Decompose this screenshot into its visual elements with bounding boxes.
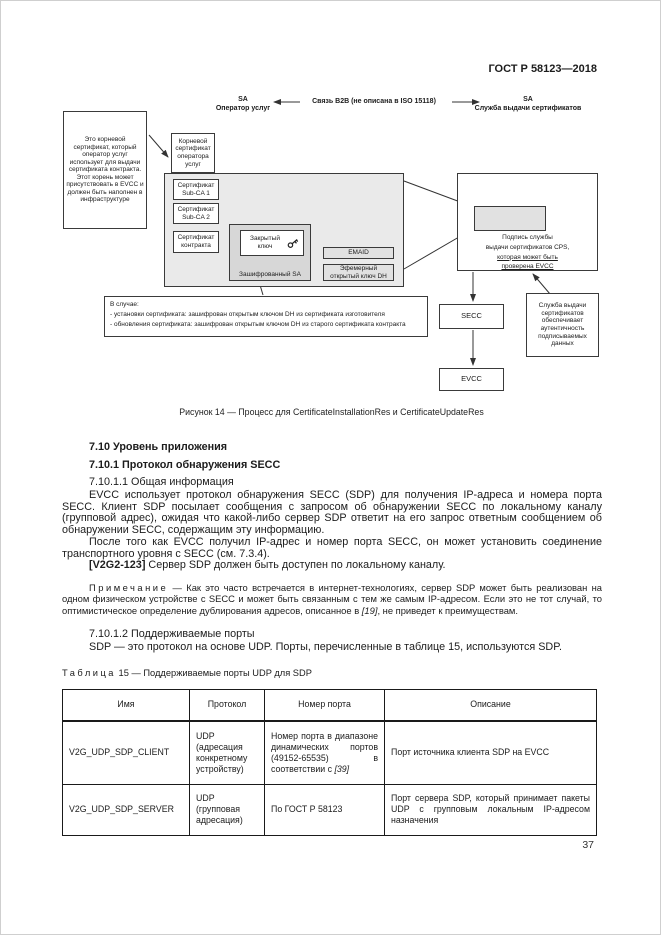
column-header-port: Номер порта (264, 688, 385, 722)
udp-ports-table: Имя Протокол Номер порта Описание V2G_UD… (62, 688, 597, 836)
note-text-1: — Как это часто встречается в интернет-т… (62, 581, 602, 616)
case-note-line: - обновления сертификата: зашифрован отк… (110, 321, 406, 329)
sub-ca1-cert-box: Сертификат Sub-CA 1 (173, 179, 219, 200)
encrypted-sa-label: Зашифрованный SA (239, 271, 301, 278)
arrow-service-note-to-signature (532, 273, 551, 295)
case-note-line: - установки сертификата: зашифрован откр… (110, 311, 385, 319)
section-heading-7-10-1-2: 7.10.1.2 Поддерживаемые порты (89, 628, 255, 641)
actor-certificate-service: SA Служба выдачи сертификатов (453, 95, 603, 114)
paragraph-udp-ports: SDP — это протокол на основе UDP. Порты,… (89, 641, 563, 654)
cell-protocol: UDP (групповая адресация) (189, 783, 265, 836)
paragraph-transport-connection: После того как EVCC получил IP-адрес и н… (62, 535, 602, 560)
table-title-text: 15 — Поддерживаемые порты UDP для SDP (118, 667, 312, 678)
cell-port-text: По ГОСТ Р 58123 (271, 804, 343, 815)
table-row: V2G_UDP_SDP_CLIENT UDP (адресация конкре… (62, 720, 597, 785)
signature-value-box (474, 206, 546, 231)
body-text: 7.10 Уровень приложения 7.10.1 Протокол … (62, 441, 602, 836)
signature-line: которая может быть (497, 253, 558, 261)
arrow-callout-to-root-cert (148, 134, 169, 158)
actor-certificate-service-name: Служба выдачи сертификатов (474, 105, 582, 113)
service-authenticity-note-box: Служба выдачи сертификатов обеспечивает … (526, 293, 599, 357)
table-header-row: Имя Протокол Номер порта Описание (62, 688, 597, 722)
root-cert-box: Корневой сертификат оператора услуг (171, 133, 215, 173)
section-heading-7-10-1: 7.10.1 Протокол обнаружения SECC (89, 459, 281, 471)
cell-port-reference: [39] (334, 763, 350, 774)
actor-certificate-service-role: SA (523, 96, 533, 103)
private-key-box: Закрытый ключ (240, 230, 304, 256)
doc-header: ГОСТ Р 58123—2018 (488, 63, 597, 75)
column-header-description: Описание (384, 688, 597, 722)
cell-name: V2G_UDP_SDP_SERVER (62, 783, 190, 836)
case-note-line: В случае: (110, 301, 139, 308)
signature-line: проверена EVCC (501, 263, 554, 271)
cell-port: По ГОСТ Р 58123 (264, 783, 385, 836)
requirement-tag: [V2G2-123] (89, 559, 146, 572)
table-row: V2G_UDP_SDP_SERVER UDP (групповая адреса… (62, 783, 597, 836)
note-paragraph: Примечание — Как это часто встречается в… (62, 582, 602, 616)
requirement-text: Сервер SDP должен быть доступен по локал… (145, 559, 446, 572)
signature-line: выдачи сертификатов CPS, (485, 243, 570, 251)
b2b-link-label: Связь B2B (не описана в ISO 15118) (312, 98, 436, 105)
private-key-label: Закрытый ключ (250, 235, 280, 250)
cell-description: Порт сервера SDP, который принимает паке… (384, 783, 597, 836)
root-cert-note-box: Это корневой сертификат, который операто… (63, 111, 147, 229)
actor-service-operator-name: Оператор услуг (215, 105, 271, 113)
actor-service-operator-role: SA (238, 96, 248, 103)
cell-protocol: UDP (адресация конкретному устройству) (189, 720, 265, 785)
section-heading-7-10-1-1: 7.10.1.1 Общая информация (89, 476, 234, 488)
secc-box: SECC (439, 304, 504, 329)
cell-description: Порт источника клиента SDP на EVCC (384, 720, 597, 785)
encryption-case-note-box: В случае: - установки сертификата: зашиф… (104, 296, 428, 337)
cell-port-text: Номер порта в диапазоне динамических пор… (271, 730, 378, 774)
signature-line: Подпись службы (502, 234, 553, 241)
table-title-label: Таблица (62, 667, 116, 678)
signature-description: Подпись службы выдачи сертификатов CPS, … (460, 233, 595, 272)
figure-caption: Рисунок 14 — Процесс для CertificateInst… (179, 407, 484, 417)
note-text-2: , не приведет к преимуществам. (377, 604, 518, 616)
key-icon (287, 239, 299, 248)
contract-cert-box: Сертификат контракта (173, 231, 219, 253)
evcc-box: EVCC (439, 368, 504, 391)
note-reference: [19] (361, 604, 378, 616)
note-label: Примечание (89, 581, 169, 593)
page-number: 37 (582, 839, 594, 851)
section-heading-7-10: 7.10 Уровень приложения (89, 441, 228, 453)
table-title: Таблица 15 — Поддерживаемые порты UDP дл… (62, 668, 602, 678)
sub-ca2-cert-box: Сертификат Sub-CA 2 (173, 203, 219, 224)
paragraph-sdp-overview: EVCC использует протокол обнаружения SEC… (62, 489, 602, 537)
actor-service-operator: SA Оператор услуг (204, 95, 282, 114)
emaid-box: EMAID (323, 247, 394, 259)
cell-port: Номер порта в диапазоне динамических пор… (264, 720, 385, 785)
column-header-name: Имя (62, 688, 190, 722)
cell-name: V2G_UDP_SDP_CLIENT (62, 720, 190, 785)
column-header-protocol: Протокол (189, 688, 265, 722)
paragraph-requirement: [V2G2-123] Сервер SDP должен быть доступ… (62, 559, 602, 572)
ephemeral-dh-key-box: Эфемерный открытый ключ DH (323, 264, 394, 281)
